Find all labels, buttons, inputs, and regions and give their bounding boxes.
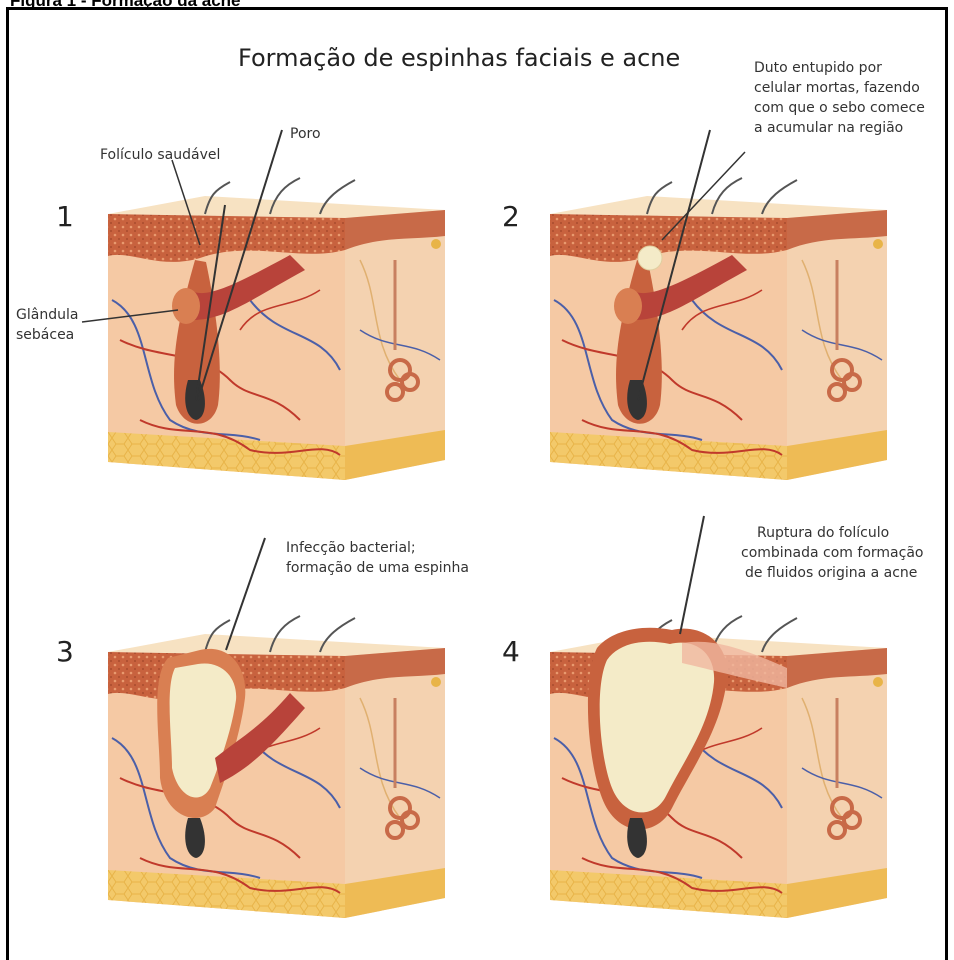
panel-number-4: 4 [502, 635, 520, 668]
label-ruptura-line-3: de fluidos origina a acne [745, 563, 917, 583]
label-duto-line-4: a acumular na região [754, 118, 936, 138]
panel-number-2: 2 [502, 200, 520, 233]
label-infeccao-line-1: Infecção bacterial; [286, 538, 416, 558]
diagram-title: Formação de espinhas faciais e acne [238, 44, 680, 72]
label-infeccao-line-2: formação de uma espinha [286, 558, 469, 578]
label-foliculo-saudavel: Folículo saudável [100, 145, 220, 165]
label-glandula-line-1: Glândula [16, 305, 78, 325]
label-duto-line-1: Duto entupido por [754, 58, 936, 78]
label-duto: Duto entupido por celular mortas, fazend… [754, 58, 936, 138]
label-glandula-line-2: sebácea [16, 325, 74, 345]
label-poro: Poro [290, 124, 321, 144]
panel-number-3: 3 [56, 635, 74, 668]
label-duto-line-3: com que o sebo comece [754, 98, 936, 118]
label-ruptura-line-1: Ruptura do folículo [757, 523, 889, 543]
label-ruptura-line-2: combinada com formação [741, 543, 923, 563]
label-duto-line-2: celular mortas, fazendo [754, 78, 936, 98]
panel-number-1: 1 [56, 200, 74, 233]
panel-2-skin [550, 130, 887, 480]
panel-1-skin [108, 130, 445, 480]
panel-3-skin [108, 538, 445, 918]
